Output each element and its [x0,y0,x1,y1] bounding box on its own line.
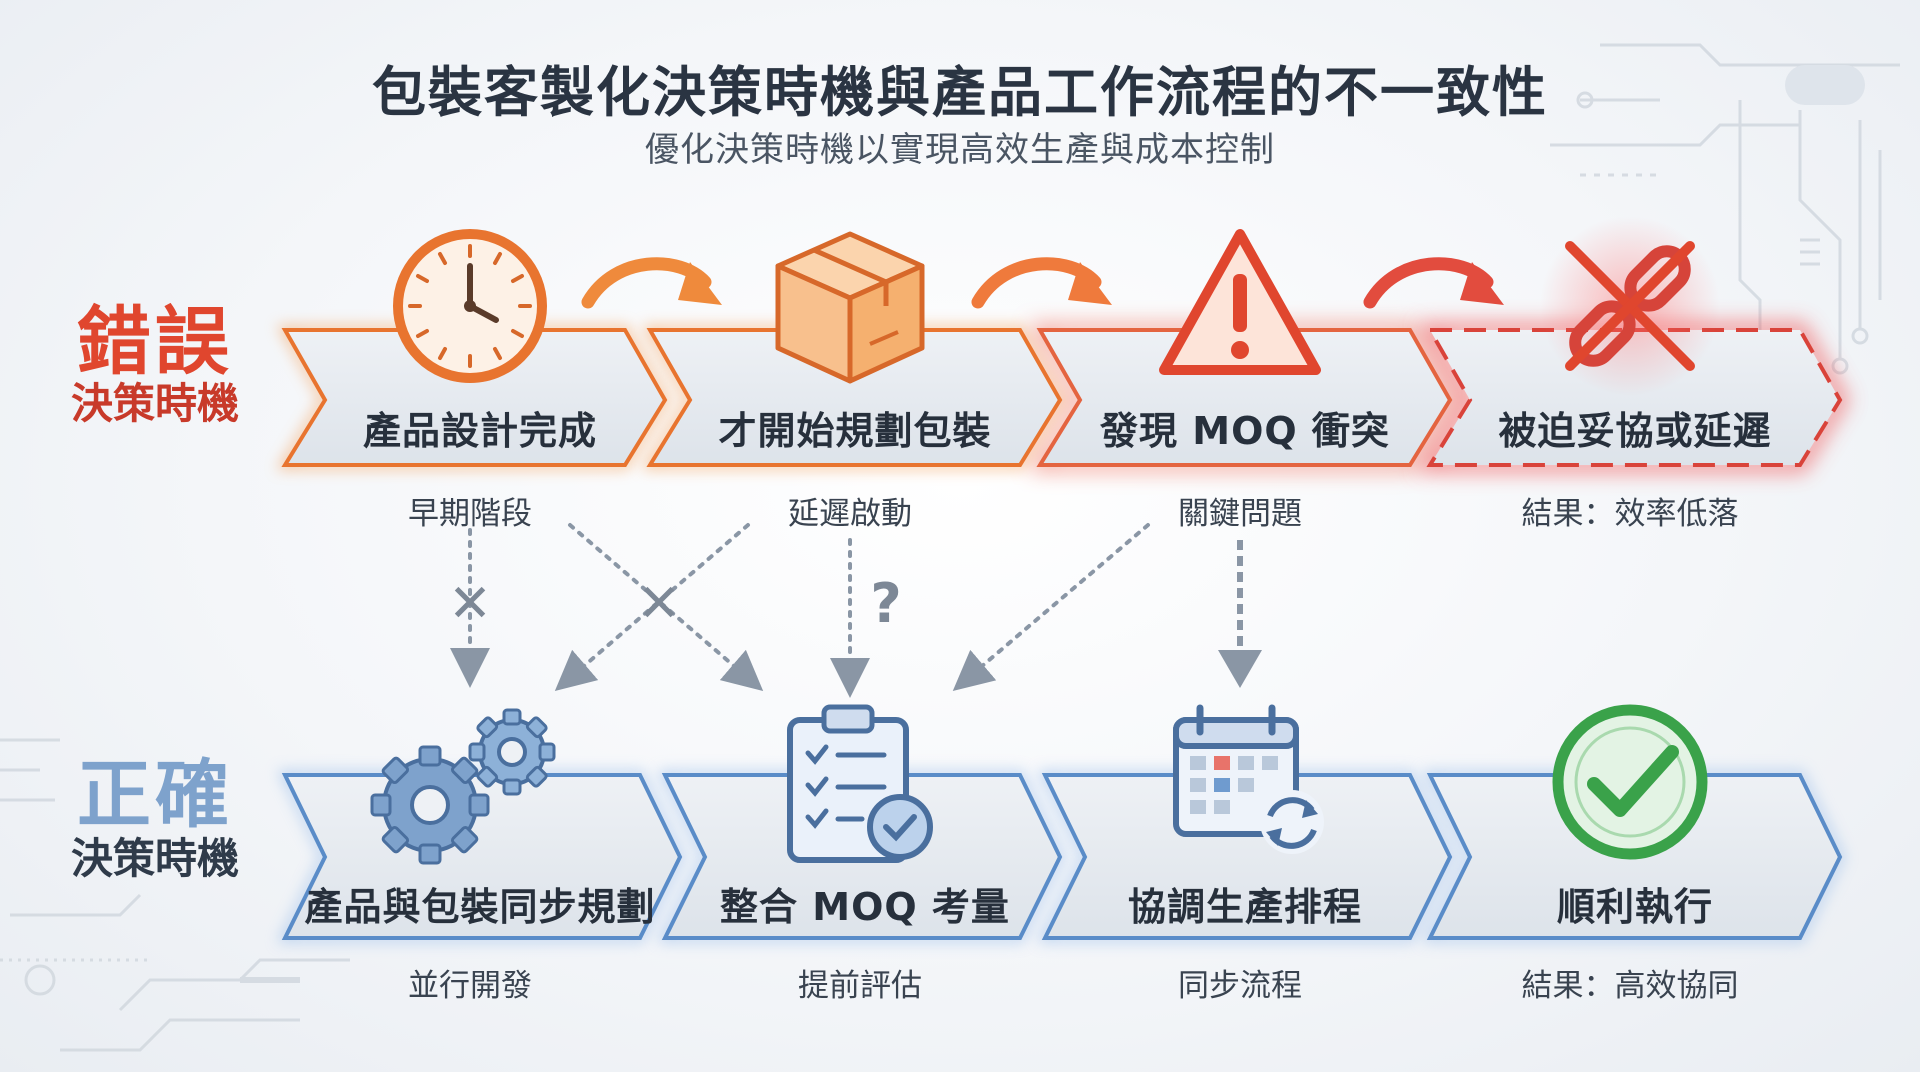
wrong-step-2-label: 才開始規劃包裝 [718,409,992,453]
right-step-2-label: 整合 MOQ 考量 [720,885,1010,929]
connector-question-mark: ? [870,572,902,635]
wrong-step-1-label: 產品設計完成 [362,409,597,453]
gears-icon [370,708,556,865]
right-step-3-label: 協調生產排程 [1127,885,1362,929]
wrong-step-1-caption: 早期階段 [408,496,532,532]
wrong-row-sublabel: 決策時機 [70,379,239,428]
connector-x-mark-2: ✕ [637,574,681,634]
wrong-row-label: 錯誤 [77,299,233,385]
warning-icon [1159,229,1321,375]
dotted-connectors [450,523,1150,698]
right-step-3-caption: 同步流程 [1178,968,1302,1004]
chevron-step-2 [646,328,1063,467]
connector-x-mark-1: ✕ [448,574,492,634]
right-step-1-caption: 並行開發 [408,968,532,1004]
wrong-step-2-caption: 延遲啟動 [788,496,912,532]
chevron-right-step-3 [1041,773,1453,940]
wrong-step-4-label: 被迫妥協或延遲 [1498,409,1772,453]
broken-link-icon [1540,216,1720,396]
curved-arrow-2 [971,257,1112,309]
curved-arrow-1 [581,257,722,309]
page-subtitle: 優化決策時機以實現高效生產與成本控制 [645,130,1275,170]
wrong-step-3-label: 發現 MOQ 衝突 [1100,409,1390,453]
solid-down-arrow [1218,540,1262,688]
clipboard-check-icon [787,704,933,863]
chevron-step-1 [281,328,668,467]
right-step-1-label: 產品與包裝同步規劃 [304,885,656,929]
wrong-step-4-caption: 結果：效率低落 [1521,496,1739,532]
right-step-2-caption: 提前評估 [798,968,922,1004]
check-circle-icon [1552,704,1708,860]
right-row-chevrons [276,770,1846,943]
chevron-step-3 [1036,328,1453,467]
wrong-row-chevrons [276,322,1850,473]
clock-icon [393,229,547,383]
chevron-step-4 [1426,328,1843,467]
right-step-4-label: 順利執行 [1556,885,1713,929]
right-row-label: 正確 [77,752,233,838]
box-icon [775,231,925,384]
curved-arrow-3 [1363,257,1504,309]
page-title: 包裝客製化決策時機與產品工作流程的不一致性 [372,61,1548,124]
right-row-sublabel: 決策時機 [70,834,239,883]
wrong-step-3-caption: 關鍵問題 [1178,496,1302,532]
right-step-4-caption: 結果：高效協同 [1521,968,1739,1004]
calendar-sync-icon [1173,704,1324,854]
